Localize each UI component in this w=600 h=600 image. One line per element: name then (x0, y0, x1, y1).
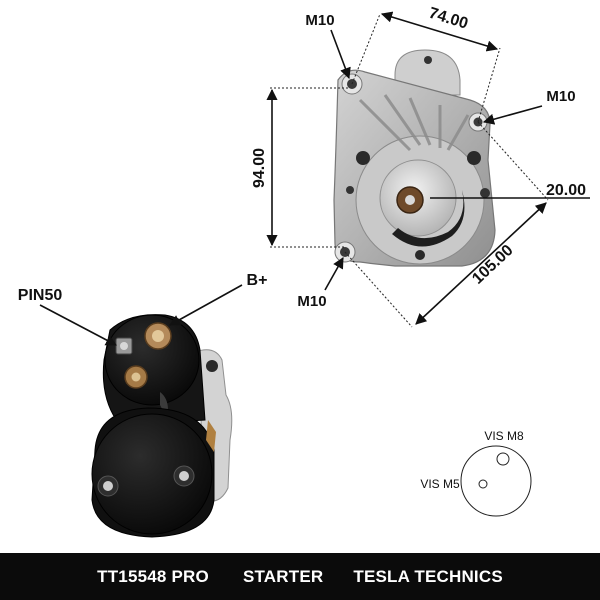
footer-model: TT15548 PRO (97, 566, 209, 586)
m5-hole (478, 479, 488, 489)
m10-top-leader (330, 29, 351, 80)
small-hole (480, 188, 490, 198)
small-hole (424, 56, 432, 64)
dim-shaft-label: 20.00 (546, 182, 586, 199)
pin50-terminal (115, 337, 133, 355)
dimension-lines (270, 13, 549, 328)
footer-product-type: STARTER (242, 566, 324, 586)
dim-width-label: 74.00 (427, 5, 470, 33)
small-hole (467, 151, 481, 165)
motor-terminal (124, 365, 148, 389)
dim-height-label: 94.00 (251, 148, 268, 188)
bolt-bottom-label: M10 (297, 293, 326, 310)
footer-bar: TT15548 PRO STARTER TESLA TECHNICS (0, 553, 600, 600)
dim-diagonal-line (415, 202, 547, 325)
end-cap-bolt (173, 465, 195, 487)
front-view-starter-flange (333, 49, 496, 267)
m10-right-leader (482, 105, 543, 125)
side-view-leaders (39, 284, 243, 346)
m8-hole (496, 452, 510, 466)
small-hole (415, 250, 425, 260)
small-hole (346, 186, 354, 194)
end-cap-bolt (97, 475, 119, 497)
b-plus-label: B+ (247, 272, 268, 289)
dim-width-line (380, 11, 499, 52)
footer-brand: TESLA TECHNICS (353, 566, 503, 586)
connector-outline (460, 445, 532, 517)
side-view-starter (91, 314, 233, 538)
m10-bottom-leader (324, 257, 344, 291)
small-hole (356, 151, 370, 165)
dimension-arrows (266, 11, 590, 325)
vis-m8-label: VIS M8 (484, 429, 524, 443)
motor-end-cap (91, 413, 213, 535)
pin50-label: PIN50 (18, 287, 63, 304)
vis-m5-label: VIS M5 (420, 477, 460, 491)
b-plus-leader (169, 284, 243, 326)
bolt-right-label: M10 (546, 88, 575, 105)
pin50-leader (39, 304, 117, 346)
bolt-top-left-label: M10 (305, 12, 334, 29)
b-plus-terminal (144, 322, 172, 350)
flange-ribs (358, 94, 470, 152)
connector-diagram: VIS M8 VIS M5 (420, 429, 532, 517)
